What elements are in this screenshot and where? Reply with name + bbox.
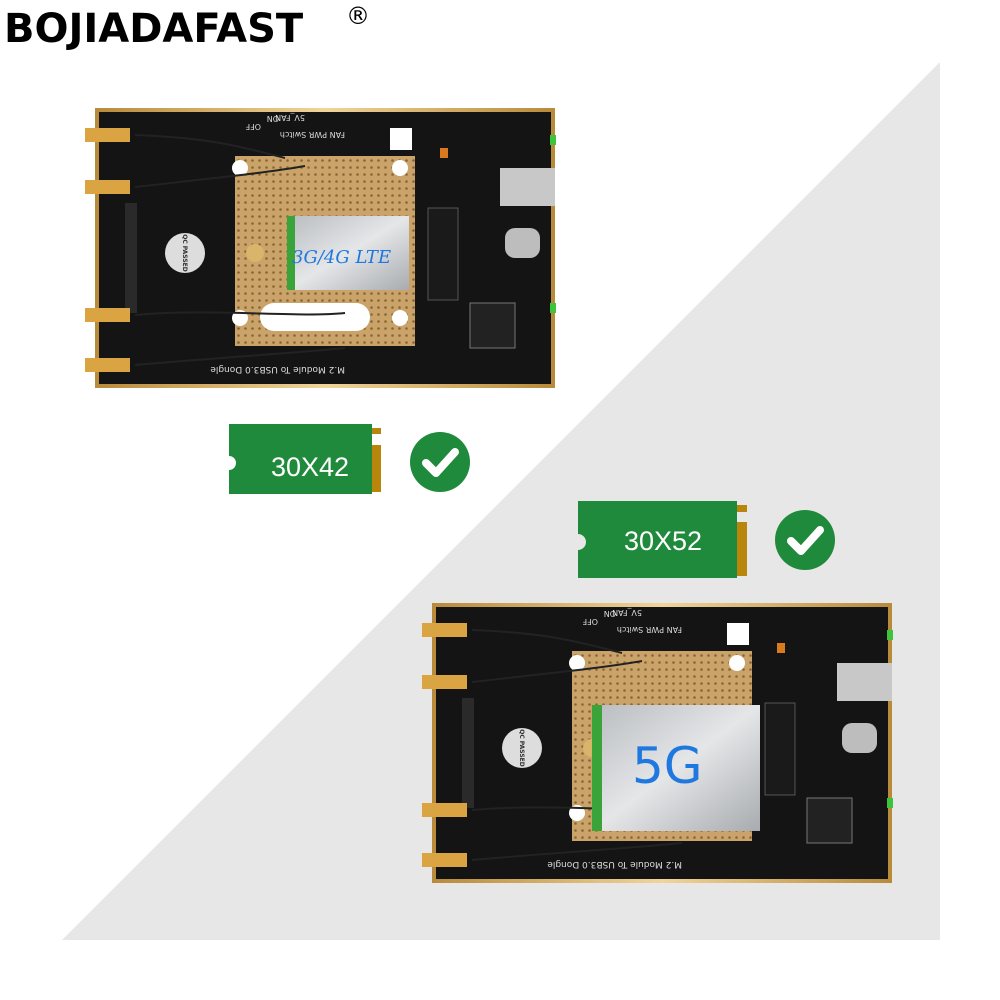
- check-icon: [775, 510, 835, 570]
- off-label: OFF: [582, 617, 598, 626]
- switch-text: FAN PWR Switch: [280, 130, 345, 139]
- fan-text: 5V_FAN: [612, 608, 642, 617]
- size-card-30x52: 30X52: [578, 501, 747, 578]
- fan-text: 5V_FAN: [275, 113, 305, 122]
- lte-module: [287, 216, 409, 290]
- silkscreen-text: M.2 Module To USB3.0 Dongle: [547, 859, 682, 869]
- on-label: ON: [604, 609, 616, 618]
- pcb-board-5g: 5G M.2 Module To USB3.0 Dongle FAN PWR S…: [421, 602, 894, 884]
- size-card-30x42: 30X42: [229, 424, 381, 494]
- module-label: 5G: [632, 737, 703, 795]
- size-label: 30X52: [624, 526, 702, 556]
- brand-logo: BOJIADAFAST: [4, 6, 304, 52]
- pcb-board-lte: 3G/4G LTE M.2 Module To USB3.0 Dongle FA…: [84, 107, 557, 389]
- qc-passed-sticker: QC PASSED: [518, 729, 525, 767]
- module-label: 3G/4G LTE: [292, 247, 391, 268]
- off-label: OFF: [245, 122, 261, 131]
- registered-mark: ®: [346, 2, 370, 30]
- size-label: 30X42: [271, 452, 349, 482]
- qc-passed-sticker: QC PASSED: [181, 234, 188, 272]
- 5g-module: [592, 705, 760, 831]
- on-label: ON: [267, 114, 279, 123]
- switch-text: FAN PWR Switch: [617, 625, 682, 634]
- silkscreen-text: M.2 Module To USB3.0 Dongle: [210, 364, 345, 374]
- check-icon: [410, 432, 470, 492]
